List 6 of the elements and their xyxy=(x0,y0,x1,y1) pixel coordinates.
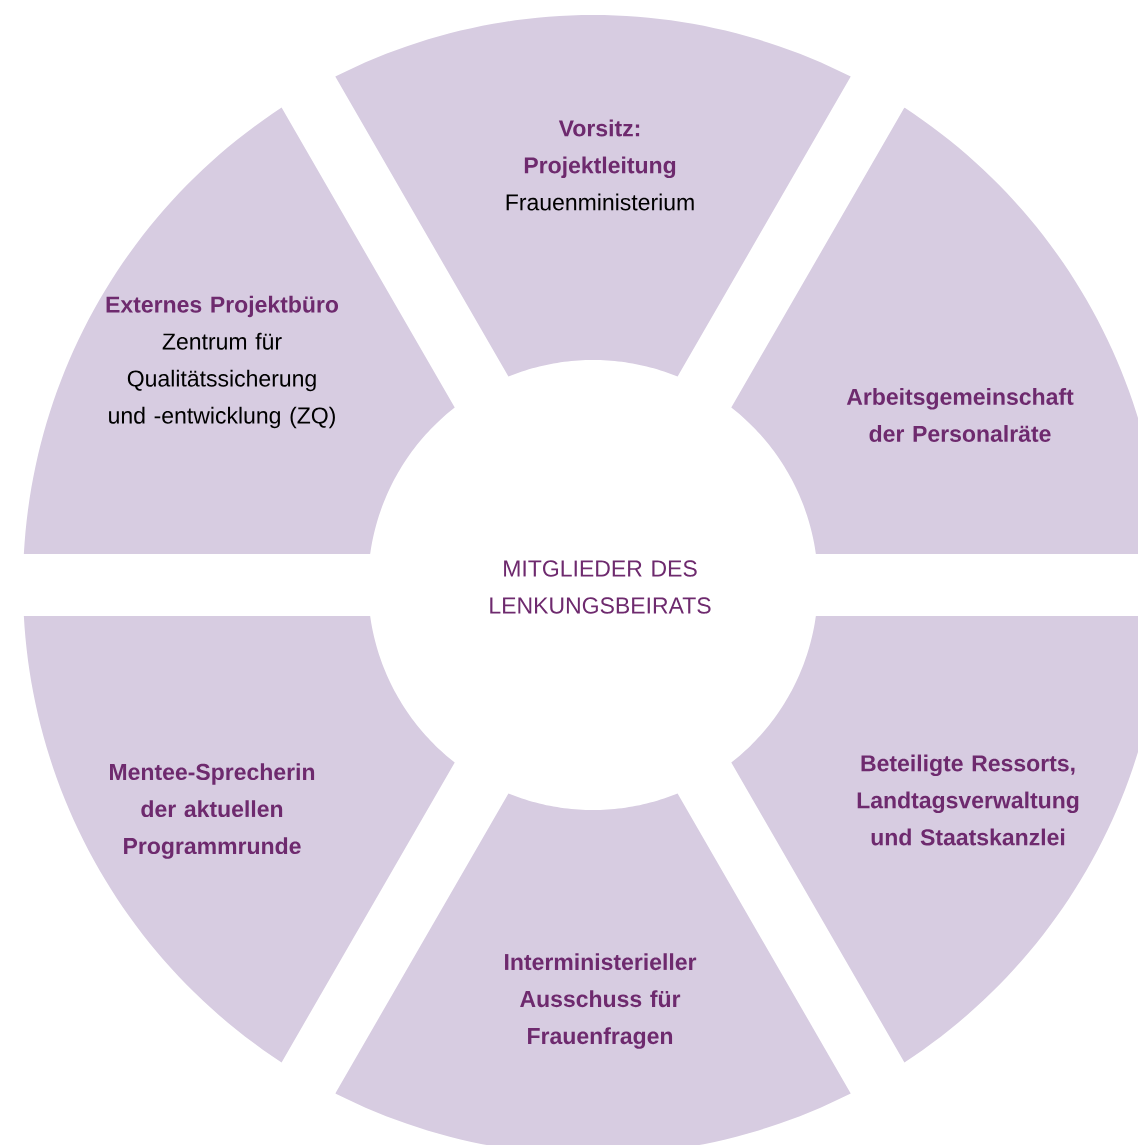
ring-segment: Mentee-Sprecherin der aktuellen Programmrunde xyxy=(23,616,455,1063)
ring-segment: Beteiligte Ressorts, Landtagsverwaltung und Staatskanzlei xyxy=(731,616,1138,1063)
center-title: MITGLIEDER DES LENKUNGSBEIRATS xyxy=(490,560,711,614)
ring-segment: Externes Projektbüro Zentrum für Qualitätssicherung und -entwicklung (ZQ) xyxy=(23,107,455,554)
ring-segment: Interministerieller Ausschuss für Frauenfragen xyxy=(335,793,851,1145)
ring-segment: Arbeitsgemeinschaft der Personalräte xyxy=(731,107,1138,554)
